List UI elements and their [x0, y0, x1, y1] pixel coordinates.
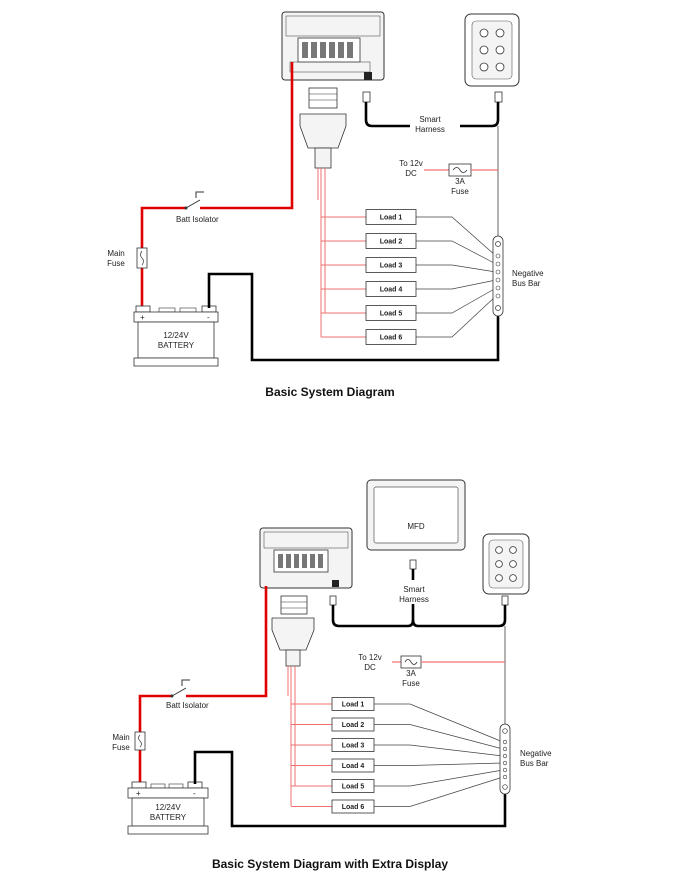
- battery-minus-sign: -: [207, 313, 210, 322]
- positive-main-wire: [140, 62, 294, 308]
- battery-minus-sign: -: [193, 789, 196, 798]
- module-harness-connector: [299, 87, 347, 169]
- mfd-label: MFD: [407, 522, 425, 531]
- battery-plus-sign: +: [140, 313, 145, 322]
- load-ground-wire: [416, 264, 497, 273]
- load-label: Load 3: [380, 263, 403, 270]
- negative-main-wire: [193, 750, 507, 828]
- load-ground-wire: [416, 279, 497, 290]
- load-ground-wire: [416, 240, 497, 265]
- mfd-display: [366, 479, 466, 551]
- load-label: Load 1: [342, 702, 365, 709]
- diagram-2-caption: Basic System Diagram with Extra Display: [212, 857, 448, 871]
- fuse-feed: [424, 163, 498, 177]
- battery: [133, 305, 219, 367]
- load-label: Load 4: [380, 287, 403, 294]
- load-label: Load 2: [342, 722, 365, 729]
- control-module: [281, 11, 385, 81]
- load-label: Load 6: [342, 804, 365, 811]
- load-ground-wire: [374, 769, 504, 787]
- load-ground-wire: [416, 287, 497, 314]
- positive-main-wire: [138, 586, 268, 784]
- diagram-1-caption: Basic System Diagram: [265, 385, 394, 399]
- control-module: [259, 527, 353, 589]
- batt-isolator-label: Batt Isolator: [166, 701, 209, 710]
- load-ground-wire: [374, 776, 504, 807]
- load-ground-wire: [374, 744, 504, 757]
- batt-isolator-label: Batt Isolator: [176, 215, 219, 224]
- negative-main-wire: [207, 272, 500, 362]
- load-label: Load 3: [342, 743, 365, 750]
- fuse-feed: [392, 655, 505, 669]
- keypad: [482, 533, 530, 595]
- smart-harness-cable: [362, 91, 503, 240]
- negative-bus-bar: [499, 723, 511, 795]
- load-label: Load 1: [380, 215, 403, 222]
- load-label: Load 5: [342, 784, 365, 791]
- load-ground-wire: [416, 295, 497, 338]
- battery-plus-sign: +: [136, 789, 141, 798]
- keypad: [464, 13, 520, 87]
- battery-isolator: [184, 191, 204, 210]
- load-label: Load 6: [380, 335, 403, 342]
- main-fuse: [136, 247, 148, 269]
- load-ground-wire: [416, 216, 497, 257]
- load-label: Load 5: [380, 311, 403, 318]
- main-fuse: [134, 731, 146, 751]
- load-label: Load 4: [342, 763, 365, 770]
- load-ground-wire: [374, 762, 504, 766]
- load-ground-wire: [374, 703, 504, 743]
- load-distribution: Load 1 Load 2 Load 3 Load 4 Load 5 Load 6: [287, 666, 504, 814]
- battery-isolator: [170, 679, 190, 698]
- battery: [127, 781, 209, 835]
- smart-harness-cable: [329, 559, 509, 728]
- negative-bus-bar: [492, 235, 504, 317]
- module-harness-connector: [271, 595, 315, 667]
- load-label: Load 2: [380, 239, 403, 246]
- load-ground-wire: [374, 724, 504, 750]
- load-distribution: Load 1 Load 2 Load 3 Load 4 Load 5 Load 6: [317, 168, 497, 345]
- system-diagram-extra-display: MFD: [112, 479, 552, 871]
